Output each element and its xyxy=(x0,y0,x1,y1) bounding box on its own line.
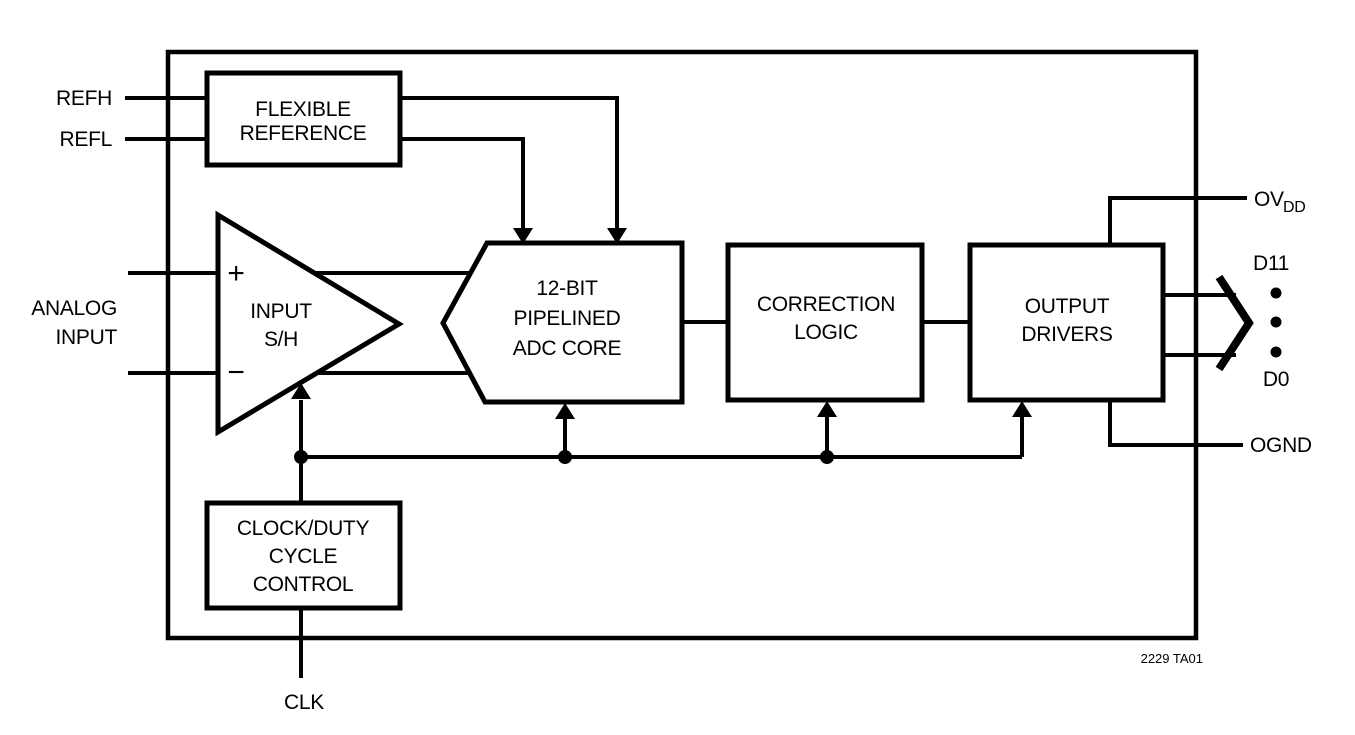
arrowhead-up-icon xyxy=(291,383,311,399)
labels: FLEXIBLE REFERENCE + − INPUT S/H 12-BIT … xyxy=(31,87,1312,714)
clock-block-label-line3: CONTROL xyxy=(253,573,354,596)
arrowhead-up-icon xyxy=(817,401,837,417)
adc-core-label-line2: PIPELINED xyxy=(513,307,620,330)
ovdd-wire xyxy=(1108,196,1247,252)
reference-block-label-line1: FLEXIBLE xyxy=(255,98,351,121)
analog-input-label-line1: ANALOG xyxy=(31,297,117,320)
reference-to-adc-wire-2 xyxy=(398,137,525,230)
arrowhead-down-icon xyxy=(513,228,533,244)
clk-pin-label: CLK xyxy=(284,691,324,714)
ellipsis-dot xyxy=(1270,316,1282,328)
input-sh-triangle xyxy=(215,210,404,437)
flexible-reference-block xyxy=(204,70,403,168)
junction-dot xyxy=(820,450,834,464)
reference-block-label-line2: REFERENCE xyxy=(240,122,367,145)
adc-core-label-line1: 12-BIT xyxy=(536,277,598,300)
arrowhead-up-icon xyxy=(1012,401,1032,417)
ellipsis-dot xyxy=(1270,346,1282,358)
ovdd-pin-label: OV xyxy=(1254,188,1284,211)
clock-block-label-line1: CLOCK/DUTY xyxy=(237,517,370,540)
bus-arrowhead-icon xyxy=(1215,274,1254,372)
clock-block-label-line2: CYCLE xyxy=(269,545,338,568)
figure-caption: 2229 TA01 xyxy=(1141,651,1203,666)
refh-pin-label: REFH xyxy=(56,87,112,110)
correction-logic-block xyxy=(725,242,925,403)
refl-pin-label: REFL xyxy=(60,128,112,151)
output-drivers-label-line2: DRIVERS xyxy=(1021,323,1113,346)
ovdd-pin-subscript: DD xyxy=(1283,199,1306,216)
reference-to-adc-wire-1 xyxy=(398,96,619,230)
arrowhead-down-icon xyxy=(607,228,627,244)
minus-sign: − xyxy=(227,356,244,389)
arrowhead-up-icon xyxy=(555,403,575,419)
analog-input-label-line2: INPUT xyxy=(55,326,117,349)
correction-label-line2: LOGIC xyxy=(794,321,858,344)
output-drivers-block xyxy=(967,242,1166,403)
input-sh-label-line1: INPUT xyxy=(250,300,312,323)
input-sh-label-line2: S/H xyxy=(264,328,298,351)
adc-core-block xyxy=(440,240,685,405)
d0-pin-label: D0 xyxy=(1263,368,1289,391)
output-drivers-label-line1: OUTPUT xyxy=(1025,295,1110,318)
clock-duty-cycle-block xyxy=(204,500,403,611)
chip-boundary xyxy=(165,49,1199,641)
ellipsis-dot xyxy=(1270,287,1282,299)
junction-dot xyxy=(294,450,308,464)
adc-core-label-line3: ADC CORE xyxy=(513,337,622,360)
plus-sign: + xyxy=(227,257,244,290)
ognd-pin-label: OGND xyxy=(1250,434,1312,457)
junction-dot xyxy=(558,450,572,464)
correction-label-line1: CORRECTION xyxy=(757,293,895,316)
ognd-wire xyxy=(1108,393,1243,447)
d11-pin-label: D11 xyxy=(1253,252,1289,275)
